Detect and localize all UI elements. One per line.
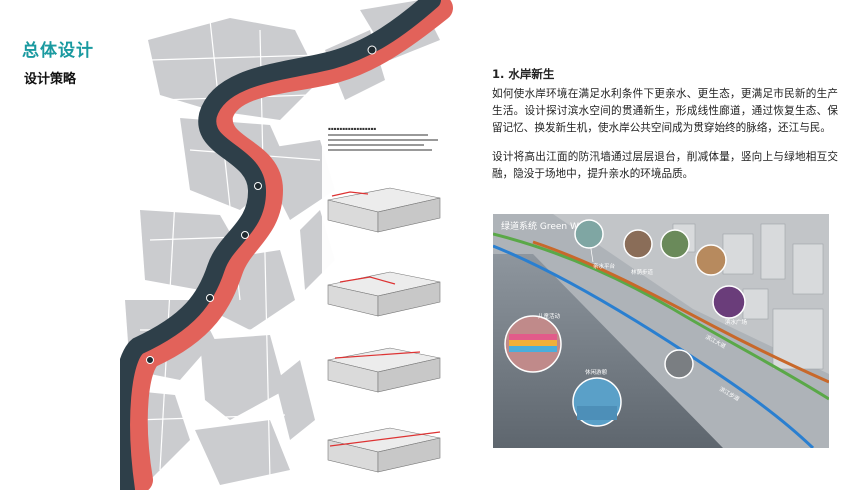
aerial-rendering: 绿道系统 Green Way 亲水平台 林荫步道 儿童活动 休闲游憩 [493, 214, 829, 448]
photo-callout-5 [660, 229, 690, 259]
photo-callout-1: 亲水平台 [574, 219, 616, 270]
page-title: 总体设计 [22, 41, 94, 61]
svg-text:▪▪▪▪▪▪▪▪▪▪▪▪▪▪▪▪▪: ▪▪▪▪▪▪▪▪▪▪▪▪▪▪▪▪▪ [328, 126, 376, 131]
callout-label-3: 儿童活动 [538, 312, 561, 320]
axonometric-diagram-3 [327, 347, 441, 393]
river-nodes [146, 45, 377, 364]
photo-callout-2: 林荫步道 [623, 229, 654, 276]
city-area [553, 214, 829, 374]
orange-route [532, 240, 829, 384]
callout-label-1: 亲水平台 [593, 262, 616, 270]
photo-callout-8 [664, 349, 694, 379]
strategy-sheet: ▪▪▪▪▪▪▪▪▪▪▪▪▪▪▪▪▪ [322, 118, 452, 490]
master-plan-map: ▪▪▪▪▪▪▪▪▪▪▪▪▪▪▪▪▪ [120, 0, 468, 490]
strategy-paragraph-2: 设计将高出江面的防汛墙通过层层退台，削减体量，竖向上与绿地相互交融，隐没于场地中… [492, 151, 838, 180]
green-way-route [493, 232, 829, 401]
river-huangpu [120, 0, 441, 490]
photo-callout-7: 滨水广场 [712, 285, 748, 326]
design-strategy-text: 1. 水岸新生 如何使水岸环境在满足水利条件下更亲水、更生态，更满足市民新的生产… [492, 66, 838, 183]
riverbank-red-band [121, 0, 453, 490]
callout-label-5: 滨水广场 [725, 318, 748, 326]
axonometric-diagram-4 [327, 427, 441, 473]
section-heading: 1. 水岸新生 [492, 67, 555, 81]
green-way-label: 绿道系统 Green Way [501, 220, 590, 232]
callout-label-2: 林荫步道 [631, 268, 654, 276]
photo-callout-4: 休闲游憩 [572, 368, 622, 427]
page-subtitle: 设计策略 [24, 72, 77, 87]
photo-callout-6 [695, 244, 727, 276]
rendered-buildings [672, 223, 824, 370]
river-water [493, 254, 723, 448]
axonometric-diagram-2 [327, 271, 441, 317]
callout-label-4: 休闲游憩 [585, 368, 608, 376]
photo-callout-3: 儿童活动 [504, 312, 562, 373]
axonometric-diagram-1 [327, 187, 441, 233]
strategy-paragraph-1: 如何使水岸环境在满足水利条件下更亲水、更生态，更满足市民新的生产生活。设计探讨滨… [492, 88, 838, 134]
